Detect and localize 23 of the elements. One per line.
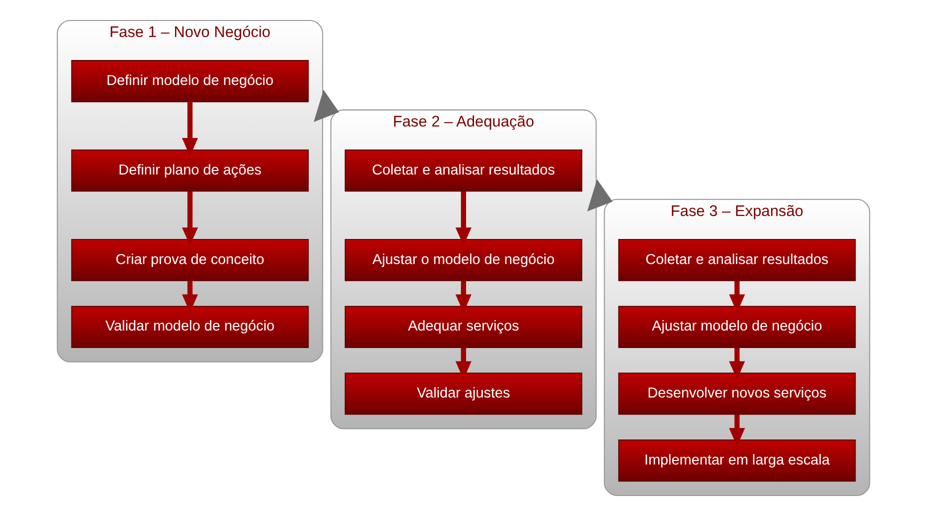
arrow <box>586 179 612 212</box>
node-box: Ajustar o modelo de negócio <box>344 238 582 282</box>
arrow <box>182 191 198 246</box>
arrow <box>455 348 471 380</box>
node-box: Adequar serviços <box>344 306 582 348</box>
arrow <box>455 191 471 246</box>
arrow <box>728 280 744 313</box>
node-box: Implementar em larga escala <box>618 439 856 482</box>
node-box: Coletar e analisar resultados <box>344 150 582 192</box>
arrow <box>313 90 339 122</box>
node-box: Coletar e analisar resultados <box>618 238 856 282</box>
node-box: Definir modelo de negócio <box>70 60 308 102</box>
node-box: Definir plano de ações <box>70 150 308 192</box>
node-box: Ajustar modelo de negócio <box>618 306 856 348</box>
arrow <box>182 280 198 313</box>
node-box: Validar modelo de negócio <box>70 306 308 348</box>
node-box: Criar prova de conceito <box>70 238 308 282</box>
arrow <box>728 348 744 380</box>
arrow <box>182 102 198 156</box>
arrow <box>455 280 471 313</box>
node-box: Desenvolver novos serviços <box>618 372 856 415</box>
node-box: Validar ajustes <box>344 372 582 415</box>
arrow <box>728 414 744 446</box>
